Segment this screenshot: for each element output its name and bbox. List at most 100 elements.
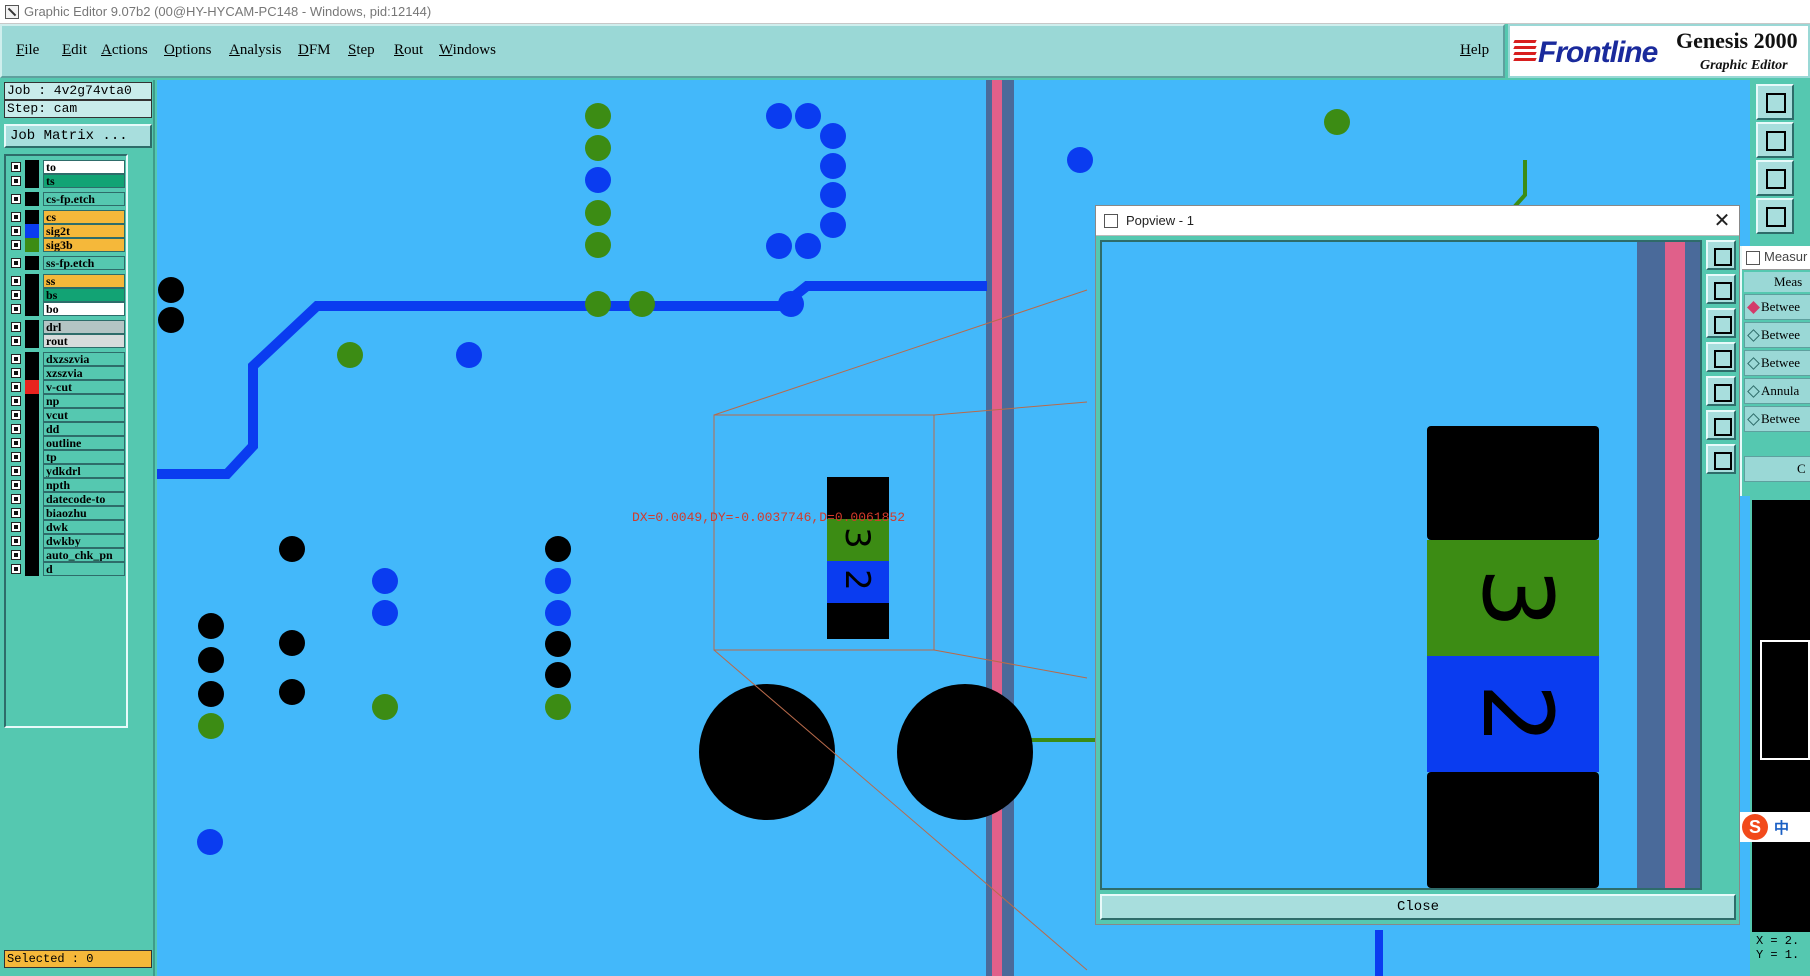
measure-option-1[interactable]: Betwee bbox=[1744, 294, 1810, 320]
layer-checkbox[interactable] bbox=[11, 212, 21, 222]
layer-row[interactable]: datecode-to bbox=[9, 492, 125, 506]
layer-row[interactable]: dwkby bbox=[9, 534, 125, 548]
layer-name[interactable]: datecode-to bbox=[43, 492, 125, 506]
layer-name[interactable]: bo bbox=[43, 302, 125, 316]
layer-checkbox[interactable] bbox=[11, 410, 21, 420]
layer-checkbox[interactable] bbox=[11, 466, 21, 476]
layer-checkbox[interactable] bbox=[11, 452, 21, 462]
measure-option-5[interactable]: Betwee bbox=[1744, 406, 1810, 432]
menu-analysis[interactable]: Analysis bbox=[229, 42, 282, 58]
layer-name[interactable]: cs bbox=[43, 210, 125, 224]
layer-name[interactable]: auto_chk_pn bbox=[43, 548, 125, 562]
measure-option-4[interactable]: Annula bbox=[1744, 378, 1810, 404]
layer-row[interactable]: dwk bbox=[9, 520, 125, 534]
layer-checkbox[interactable] bbox=[11, 522, 21, 532]
layer-checkbox[interactable] bbox=[11, 336, 21, 346]
layer-checkbox[interactable] bbox=[11, 564, 21, 574]
layer-checkbox[interactable] bbox=[11, 276, 21, 286]
layer-checkbox[interactable] bbox=[11, 438, 21, 448]
layer-row[interactable]: bo bbox=[9, 302, 125, 316]
layer-row[interactable]: rout bbox=[9, 334, 125, 348]
layer-name[interactable]: v-cut bbox=[43, 380, 125, 394]
layer-row[interactable]: biaozhu bbox=[9, 506, 125, 520]
tool-pan-left-icon[interactable] bbox=[1756, 122, 1794, 158]
layer-checkbox[interactable] bbox=[11, 424, 21, 434]
layer-name[interactable]: ss bbox=[43, 274, 125, 288]
layer-row[interactable]: dd bbox=[9, 422, 125, 436]
popview-tool-right-icon[interactable] bbox=[1706, 376, 1736, 406]
layer-name[interactable]: dwk bbox=[43, 520, 125, 534]
menu-actions[interactable]: Actions bbox=[101, 42, 148, 58]
menu-windows[interactable]: Windows bbox=[439, 42, 496, 58]
layer-name[interactable]: cs-fp.etch bbox=[43, 192, 125, 206]
popview-close-icon[interactable]: ✕ bbox=[1713, 210, 1731, 232]
popview-tool-up-icon[interactable] bbox=[1706, 274, 1736, 304]
popview-tool-left-icon[interactable] bbox=[1706, 342, 1736, 372]
menu-options[interactable]: Options bbox=[164, 42, 212, 58]
layer-checkbox[interactable] bbox=[11, 194, 21, 204]
tool-layers-icon[interactable] bbox=[1756, 198, 1794, 234]
layer-row[interactable]: auto_chk_pn bbox=[9, 548, 125, 562]
layer-checkbox[interactable] bbox=[11, 396, 21, 406]
layer-name[interactable]: vcut bbox=[43, 408, 125, 422]
layer-name[interactable]: ss-fp.etch bbox=[43, 256, 125, 270]
ime-toolbar[interactable]: S 中 bbox=[1740, 812, 1810, 842]
layer-row[interactable]: cs-fp.etch bbox=[9, 192, 125, 206]
layer-checkbox[interactable] bbox=[11, 494, 21, 504]
layer-checkbox[interactable] bbox=[11, 480, 21, 490]
layer-row[interactable]: ts bbox=[9, 174, 125, 188]
menu-rout[interactable]: Rout bbox=[394, 42, 424, 58]
layer-row[interactable]: np bbox=[9, 394, 125, 408]
layer-row[interactable]: dxzszvia bbox=[9, 352, 125, 366]
layer-row[interactable]: to bbox=[9, 160, 125, 174]
layer-name[interactable]: xzszvia bbox=[43, 366, 125, 380]
layer-name[interactable]: drl bbox=[43, 320, 125, 334]
layer-name[interactable]: ts bbox=[43, 174, 125, 188]
layer-checkbox[interactable] bbox=[11, 550, 21, 560]
layer-name[interactable]: biaozhu bbox=[43, 506, 125, 520]
layer-checkbox[interactable] bbox=[11, 258, 21, 268]
layer-name[interactable]: bs bbox=[43, 288, 125, 302]
layer-name[interactable]: npth bbox=[43, 478, 125, 492]
layer-row[interactable]: vcut bbox=[9, 408, 125, 422]
layer-checkbox[interactable] bbox=[11, 368, 21, 378]
layer-checkbox[interactable] bbox=[11, 508, 21, 518]
measure-option-3[interactable]: Betwee bbox=[1744, 350, 1810, 376]
layer-name[interactable]: rout bbox=[43, 334, 125, 348]
layer-checkbox[interactable] bbox=[11, 304, 21, 314]
layer-checkbox[interactable] bbox=[11, 354, 21, 364]
layer-checkbox[interactable] bbox=[11, 382, 21, 392]
layer-checkbox[interactable] bbox=[11, 226, 21, 236]
layer-row[interactable]: ydkdrl bbox=[9, 464, 125, 478]
layer-row[interactable]: ss-fp.etch bbox=[9, 256, 125, 270]
popview-tool-fit-icon[interactable] bbox=[1706, 410, 1736, 440]
job-matrix-button[interactable]: Job Matrix ... bbox=[4, 124, 152, 148]
layer-checkbox[interactable] bbox=[11, 240, 21, 250]
menu-file[interactable]: File bbox=[16, 42, 40, 58]
layer-name[interactable]: d bbox=[43, 562, 125, 576]
menu-help[interactable]: Help bbox=[1460, 42, 1490, 58]
layer-name[interactable]: tp bbox=[43, 450, 125, 464]
layer-checkbox[interactable] bbox=[11, 176, 21, 186]
layer-row[interactable]: drl bbox=[9, 320, 125, 334]
layer-name[interactable]: dd bbox=[43, 422, 125, 436]
layer-name[interactable]: sig2t bbox=[43, 224, 125, 238]
layer-checkbox[interactable] bbox=[11, 322, 21, 332]
layer-row[interactable]: cs bbox=[9, 210, 125, 224]
popview-canvas[interactable]: 3 2 bbox=[1100, 240, 1702, 890]
layer-row[interactable]: sig3b bbox=[9, 238, 125, 252]
measure-option-2[interactable]: Betwee bbox=[1744, 322, 1810, 348]
menu-step[interactable]: Step bbox=[348, 42, 375, 58]
measure-panel-button[interactable]: C bbox=[1744, 456, 1810, 482]
popview-tool-center-icon[interactable] bbox=[1706, 444, 1736, 474]
layer-name[interactable]: to bbox=[43, 160, 125, 174]
tool-home-icon[interactable] bbox=[1756, 84, 1794, 120]
tool-fit-icon[interactable] bbox=[1756, 160, 1794, 196]
layer-name[interactable]: outline bbox=[43, 436, 125, 450]
layer-name[interactable]: sig3b bbox=[43, 238, 125, 252]
layer-name[interactable]: np bbox=[43, 394, 125, 408]
popview-close-button[interactable]: Close bbox=[1100, 894, 1736, 920]
menu-dfm[interactable]: DFM bbox=[298, 42, 331, 58]
layer-row[interactable]: tp bbox=[9, 450, 125, 464]
layer-checkbox[interactable] bbox=[11, 290, 21, 300]
